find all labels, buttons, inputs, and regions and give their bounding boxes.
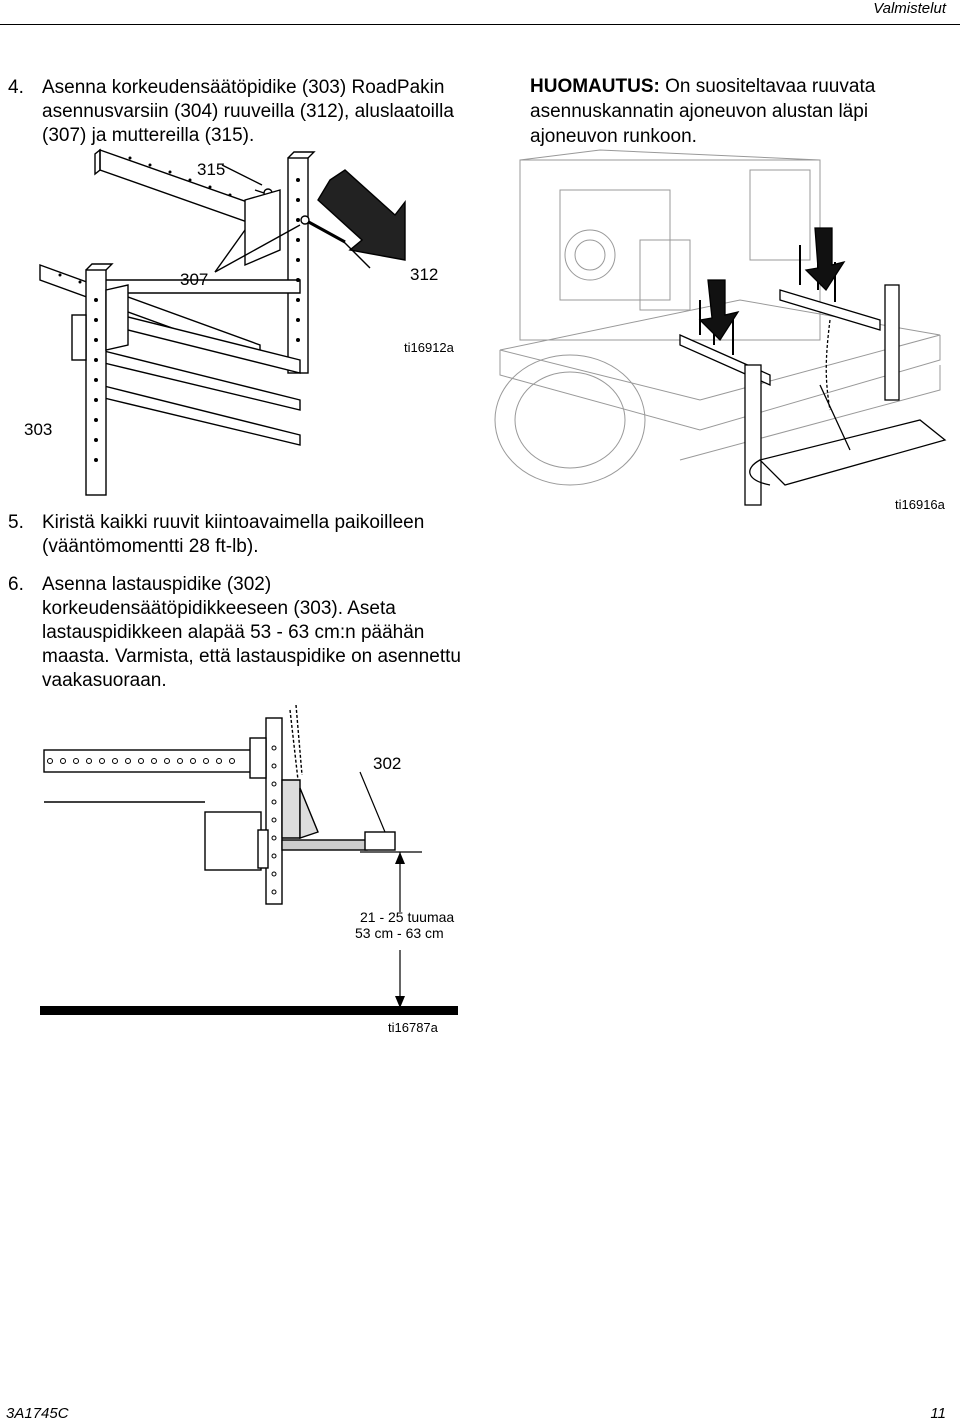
note-text: On suositeltavaa ruuvata asennuskannatin… [530, 76, 876, 147]
step-text: Asenna lastauspidike (302) korkeudensäät… [42, 574, 461, 691]
dimension-cm: 53 cm - 63 cm [355, 925, 444, 941]
step-5: 5. Kiristä kaikki ruuvit kiintoavaimella… [8, 511, 488, 561]
figure-id: ti16787a [388, 1020, 438, 1035]
dimension-inches: 21 - 25 tuumaa [360, 909, 455, 925]
step-text: Asenna korkeudensäätöpidike (303) RoadPa… [42, 77, 454, 146]
page-number: 11 [930, 1405, 946, 1422]
step-number: 4. [8, 77, 24, 98]
step-number: 5. [8, 512, 24, 533]
callout-315: 315 [197, 160, 226, 179]
doc-number: 3A1745C [6, 1405, 69, 1422]
figure-bracket-assembly [39, 148, 406, 496]
figure-id: ti16912a [404, 340, 454, 355]
step-text: Kiristä kaikki ruuvit kiintoavaimella pa… [42, 512, 425, 557]
note-label: HUOMAUTUS: [530, 76, 660, 97]
figure-id: ti16916a [895, 497, 945, 512]
section-title: Valmistelut [873, 0, 946, 17]
step-4: 4. Asenna korkeudensäätöpidike (303) Roa… [8, 76, 488, 156]
note: HUOMAUTUS: On suositeltavaa ruuvata asen… [530, 74, 950, 149]
step-6: 6. Asenna lastauspidike (302) korkeudens… [8, 573, 488, 698]
callout-303: 303 [24, 420, 53, 439]
callout-307: 307 [180, 270, 209, 289]
figure-height-diagram [40, 704, 458, 1015]
callout-312: 312 [410, 265, 439, 284]
step-number: 6. [8, 574, 24, 595]
figure-vehicle-installation [494, 149, 947, 506]
header-rule [0, 24, 960, 25]
callout-302: 302 [373, 754, 402, 773]
